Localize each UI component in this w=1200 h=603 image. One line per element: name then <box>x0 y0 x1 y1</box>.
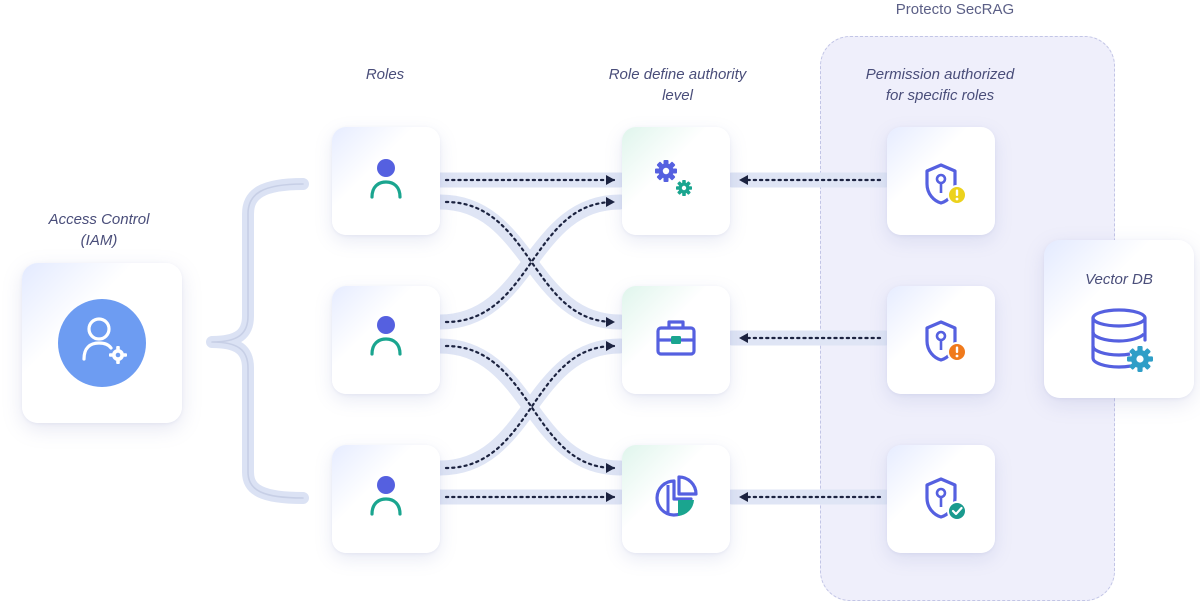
authority-card-analytics <box>622 445 730 553</box>
authority-card-settings <box>622 127 730 235</box>
authority-label-line2: level <box>662 87 693 104</box>
roles-label: Roles <box>365 66 405 83</box>
pie-chart-icon <box>655 475 698 517</box>
vector-db-card: Vector DB <box>1044 240 1194 398</box>
shield-key-alert-icon <box>925 320 967 362</box>
iam-brace <box>206 178 309 504</box>
permission-label-line1: Permission authorized <box>865 66 1015 83</box>
briefcase-icon <box>656 320 696 356</box>
database-gear-icon <box>1091 308 1153 372</box>
secrag-title: Protecto SecRAG <box>895 1 1015 18</box>
role-card-3 <box>332 445 440 553</box>
arrow-role3-authority2 <box>444 341 616 470</box>
permission-card-alert <box>887 286 995 394</box>
permission-card-warning <box>887 127 995 235</box>
permission-card-check <box>887 445 995 553</box>
role-card-1 <box>332 127 440 235</box>
shield-key-warning-icon <box>925 163 967 205</box>
iam-card <box>22 263 182 423</box>
permission-authority-arrows <box>738 175 882 502</box>
authority-card-briefcase <box>622 286 730 394</box>
vector-db-label: Vector DB <box>1085 271 1153 288</box>
arrow-role2-authority1 <box>444 197 616 324</box>
authority-label: Role define authority level <box>585 64 770 106</box>
access-control-label-line2: (IAM) <box>80 232 118 249</box>
permission-label: Permission authorized for specific roles <box>845 64 1035 106</box>
gears-icon <box>655 160 692 196</box>
arrow-role2-authority3 <box>444 344 616 473</box>
permission-label-line2: for specific roles <box>885 87 995 104</box>
user-icon <box>370 476 402 516</box>
user-icon <box>370 316 402 356</box>
role-card-2 <box>332 286 440 394</box>
authority-label-line1: Role define authority <box>608 66 747 83</box>
user-icon <box>370 159 402 199</box>
user-gear-icon <box>58 299 146 387</box>
access-control-label: Access Control (IAM) <box>24 209 174 251</box>
role-authority-arrows <box>444 175 616 502</box>
arrow-role1-authority2 <box>444 200 616 327</box>
access-control-label-line1: Access Control <box>48 211 150 228</box>
shield-key-check-icon <box>925 477 967 521</box>
